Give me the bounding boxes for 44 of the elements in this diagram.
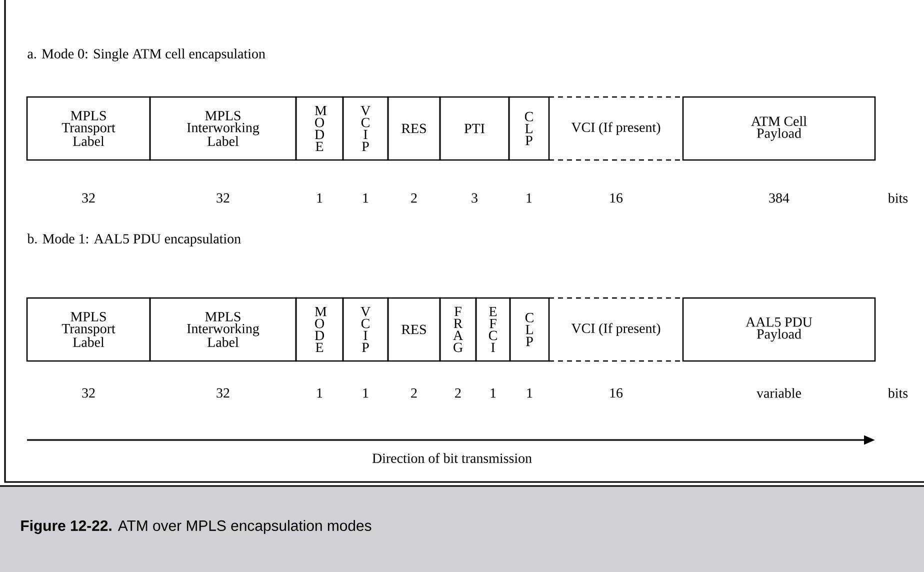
arrow-label: Direction of bit transmission (372, 453, 532, 463)
bit-count: 16 (610, 388, 623, 398)
field-box: RES (387, 96, 441, 161)
field-box: MPLS Transport Label (26, 96, 151, 161)
row-title: b. Mode 1: AAL5 PDU encapsulation (27, 234, 241, 246)
field-box: F R A G (439, 297, 477, 362)
row-title: a. Mode 0: Single ATM cell encapsulation (28, 48, 266, 62)
field-box: AAL5 PDU Payload (682, 297, 876, 362)
field-box: VCI (If present) (548, 297, 684, 362)
bit-count: 2 (411, 388, 417, 398)
bit-count: 1 (317, 193, 322, 203)
field-box: E F C I (475, 297, 511, 362)
bit-count: 2 (411, 193, 417, 203)
bit-count: 32 (216, 388, 230, 398)
bit-count: 1 (363, 193, 368, 203)
bit-count: 2 (455, 388, 461, 398)
field-box: MPLS Interworking Label (149, 96, 297, 161)
field-box: PTI (439, 96, 510, 161)
field-box: ATM Cell Payload (682, 96, 876, 161)
bit-count: 16 (610, 193, 623, 203)
bit-count: 3 (472, 193, 478, 203)
bit-count: 1 (527, 388, 532, 398)
field-box: C L P (509, 297, 550, 362)
field-box: VCI (If present) (548, 96, 684, 161)
field-box: RES (387, 297, 441, 362)
bit-count: 1 (490, 388, 496, 398)
unit-label: bits (888, 388, 908, 398)
field-box: MPLS Transport Label (26, 297, 151, 362)
bit-count: 1 (526, 193, 532, 203)
unit-label: bits (888, 193, 908, 203)
field-box: M O D E (295, 297, 344, 362)
bit-count: 32 (82, 388, 95, 398)
bit-count: variable (756, 388, 801, 398)
bit-count: 1 (363, 388, 368, 398)
field-box: V C I P (342, 297, 389, 362)
bit-count: 32 (82, 193, 95, 203)
bit-count: 384 (769, 193, 790, 203)
figure-caption: Figure 12-22. ATM over MPLS encapsulation modes (0, 485, 924, 572)
bit-count: 32 (216, 193, 230, 203)
field-box: MPLS Interworking Label (149, 297, 297, 362)
field-box: C L P (508, 96, 550, 161)
field-box: V C I P (342, 96, 389, 161)
bit-count: 1 (317, 388, 322, 398)
field-box: M O D E (295, 96, 344, 161)
